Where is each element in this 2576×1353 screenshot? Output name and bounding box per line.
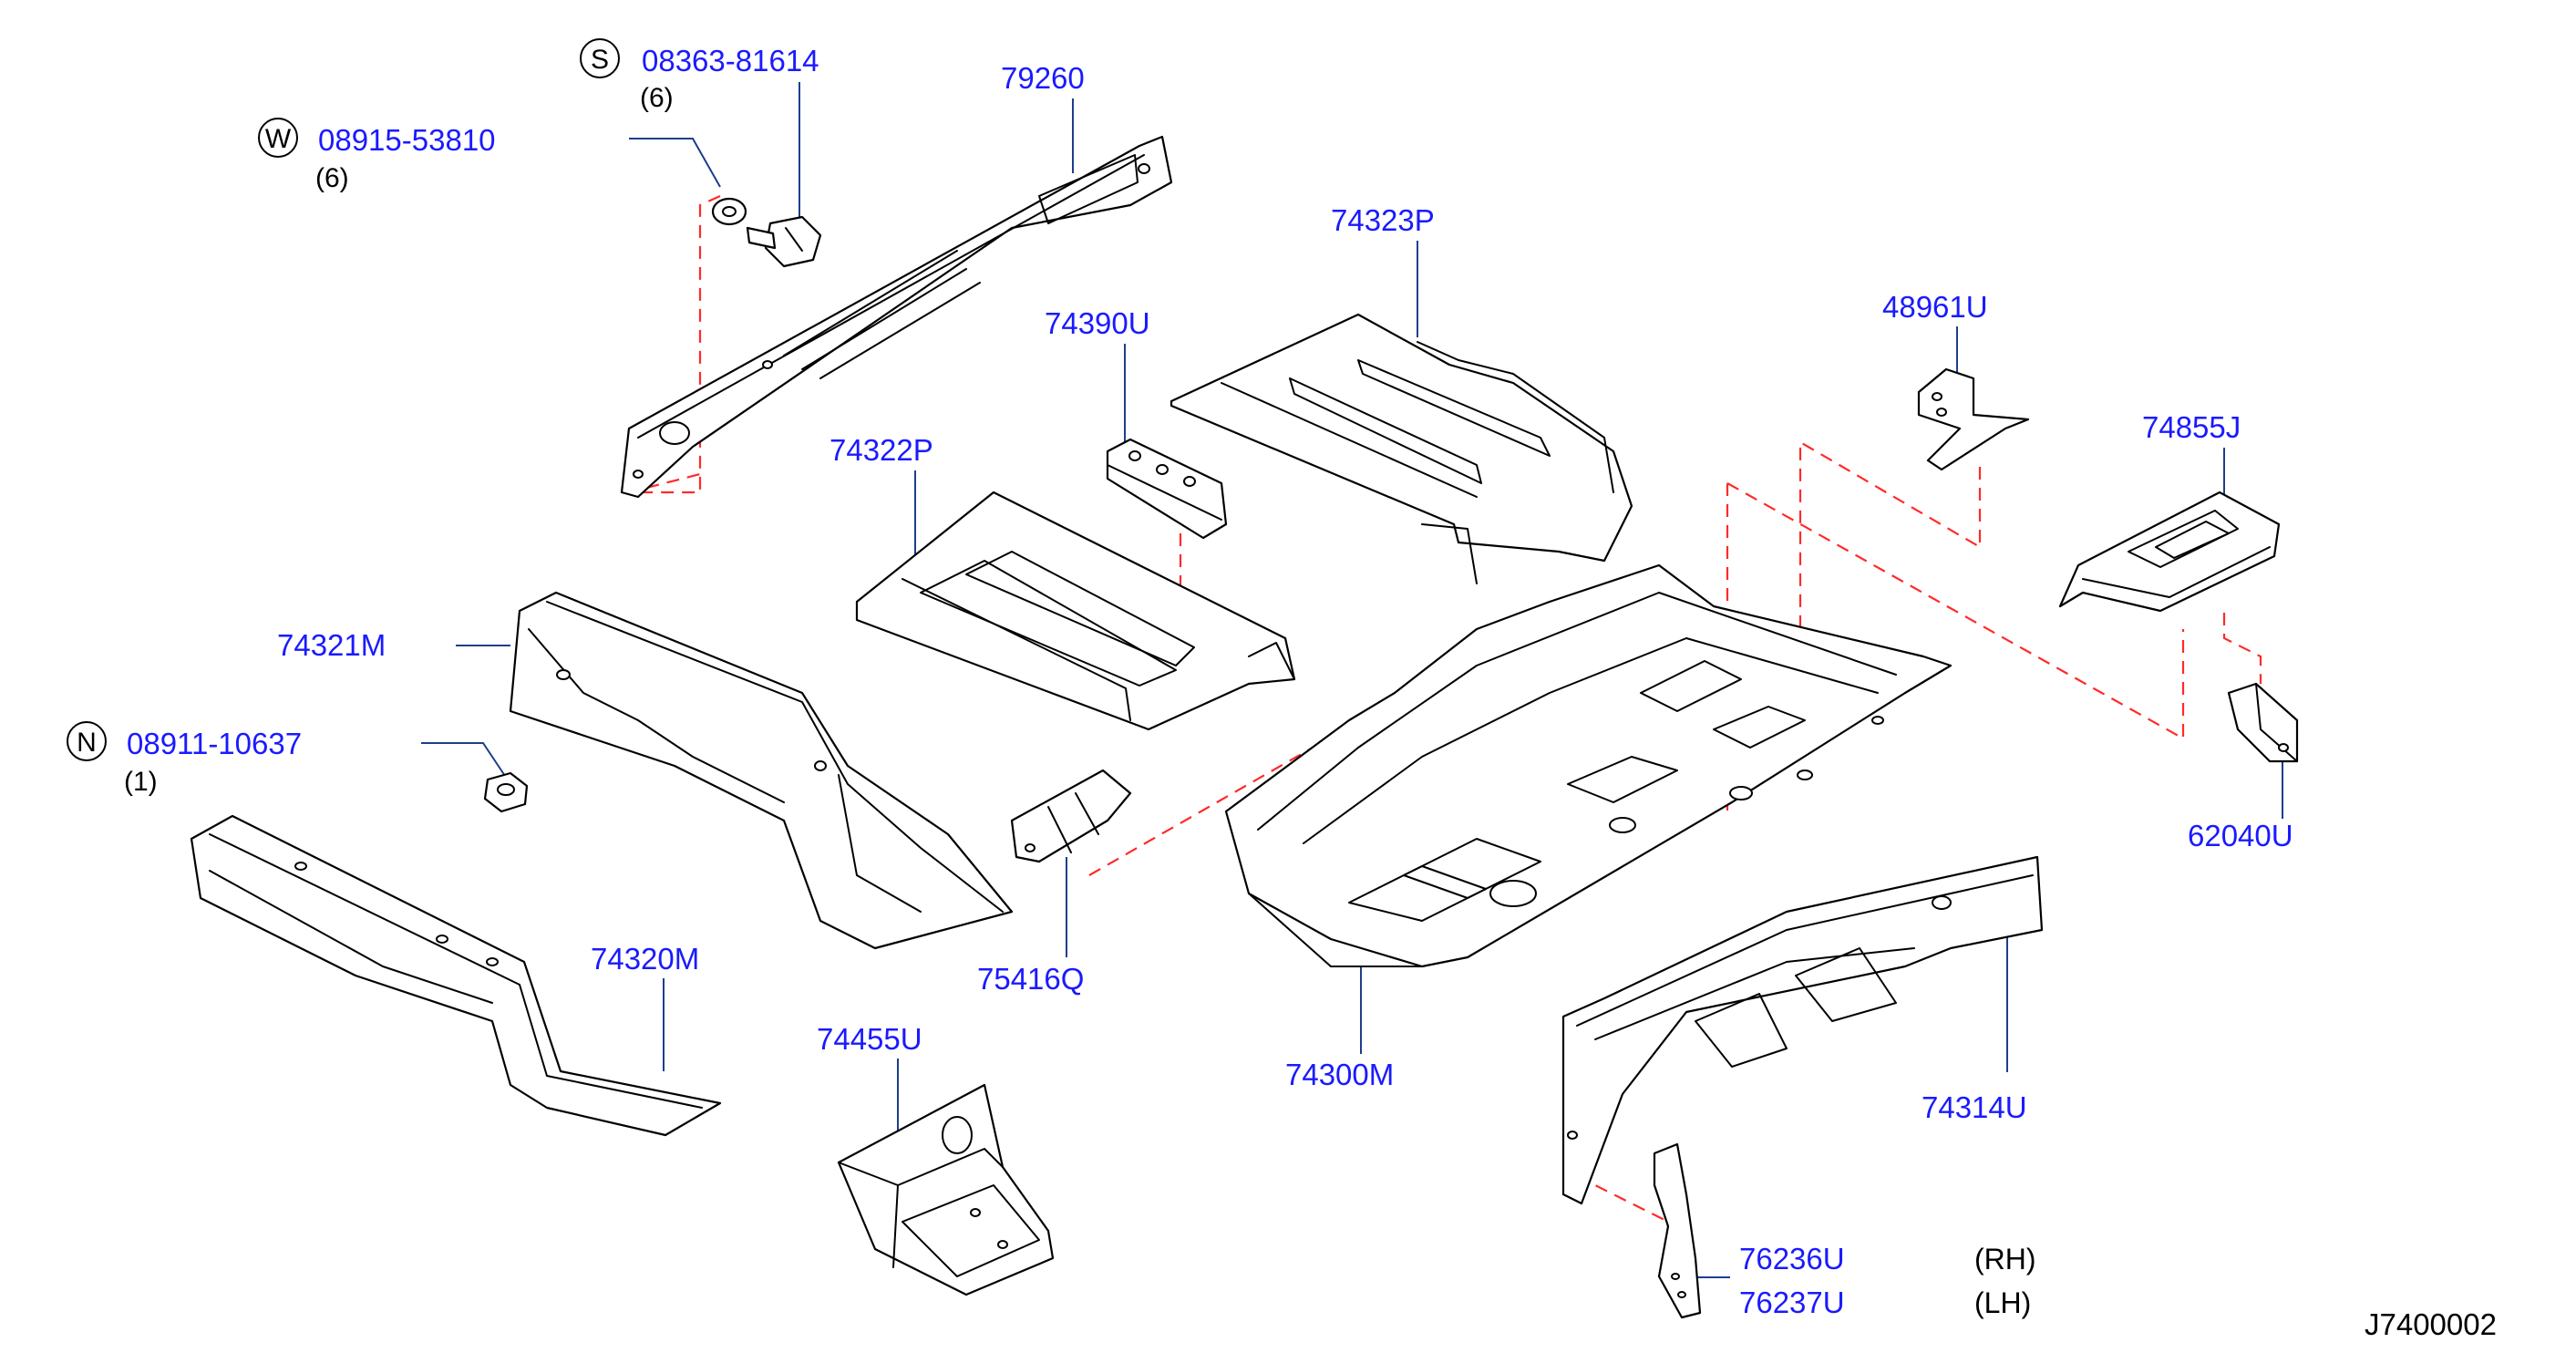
part-74323P-panel[interactable] [1170,313,1633,584]
part-76236U-bracket[interactable] [1653,1142,1702,1319]
fastener-s-qty: (6) [640,83,674,113]
fastener-w-qty: (6) [315,163,349,193]
part-75416Q-plate[interactable] [1010,769,1132,863]
label-74390U[interactable]: 74390U [1045,306,1150,340]
part-74320M-member[interactable] [190,814,722,1137]
bolt-icon[interactable] [746,215,822,268]
label-74323P[interactable]: 74323P [1331,203,1435,237]
label-74455U[interactable]: 74455U [817,1022,922,1056]
part-74455U-bracket[interactable] [837,1083,1055,1296]
label-79260[interactable]: 79260 [1001,61,1085,95]
fastener-w-part-number[interactable]: 08915-53810 [318,123,496,157]
label-74300M[interactable]: 74300M [1285,1058,1394,1091]
part-74314U-member[interactable] [1561,855,2044,1205]
label-74322P[interactable]: 74322P [829,433,933,467]
washer-icon[interactable] [711,197,747,226]
symbol-circle-s [580,38,620,78]
dash-fasteners [628,194,721,494]
diagram-ref-code: J7400002 [2365,1307,2497,1341]
side-lh: (LH) [1974,1286,2031,1319]
label-76237U[interactable]: 76237U [1739,1286,1845,1319]
label-48961U[interactable]: 48961U [1882,290,1988,324]
label-75416Q[interactable]: 75416Q [977,962,1084,996]
label-74320M[interactable]: 74320M [591,942,699,976]
part-48961U-bracket[interactable] [1917,367,2030,471]
part-74855J-box[interactable] [2058,491,2281,613]
fastener-w-symbol: W [265,124,292,154]
dash-74855J-a [1726,482,2185,740]
dash-62040U [2222,613,2262,684]
part-62040U-block[interactable] [2227,682,2299,763]
leader-08911 [421,742,511,785]
fastener-s-part-number[interactable]: 08363-81614 [642,44,819,77]
symbol-circle-n [67,721,107,761]
fastener-n-part-number[interactable]: 08911-10637 [127,727,302,760]
label-74855J[interactable]: 74855J [2142,410,2241,444]
part-79260-rail[interactable] [620,135,1173,499]
leader-08915 [629,138,721,188]
label-74321M[interactable]: 74321M [277,628,386,662]
side-rh: (RH) [1974,1243,2036,1276]
dash-48961U [1798,440,1982,729]
label-62040U[interactable]: 62040U [2188,819,2293,852]
fastener-s-symbol: S [591,45,609,75]
part-74322P-panel[interactable] [855,491,1296,731]
fastener-n-callout[interactable]: N 08911-10637 (1) [67,721,302,797]
dash-76236U [1576,1175,1669,1223]
fastener-w-callout[interactable]: W 08915-53810 (6) [258,118,496,193]
leader-lines [421,82,2283,1278]
fastener-n-qty: (1) [124,767,158,797]
nut-icon[interactable] [483,771,529,813]
symbol-circle-w [258,118,298,158]
fastener-s-callout[interactable]: S 08363-81614 (6) [580,38,819,113]
label-76236U[interactable]: 76236U [1739,1242,1845,1276]
part-74321M-member[interactable] [509,591,1014,950]
fastener-n-symbol: N [77,728,97,758]
part-74390U-bracket[interactable] [1106,438,1228,540]
label-74314U[interactable]: 74314U [1922,1090,2027,1124]
part-74300M-floor[interactable] [1224,563,1953,968]
